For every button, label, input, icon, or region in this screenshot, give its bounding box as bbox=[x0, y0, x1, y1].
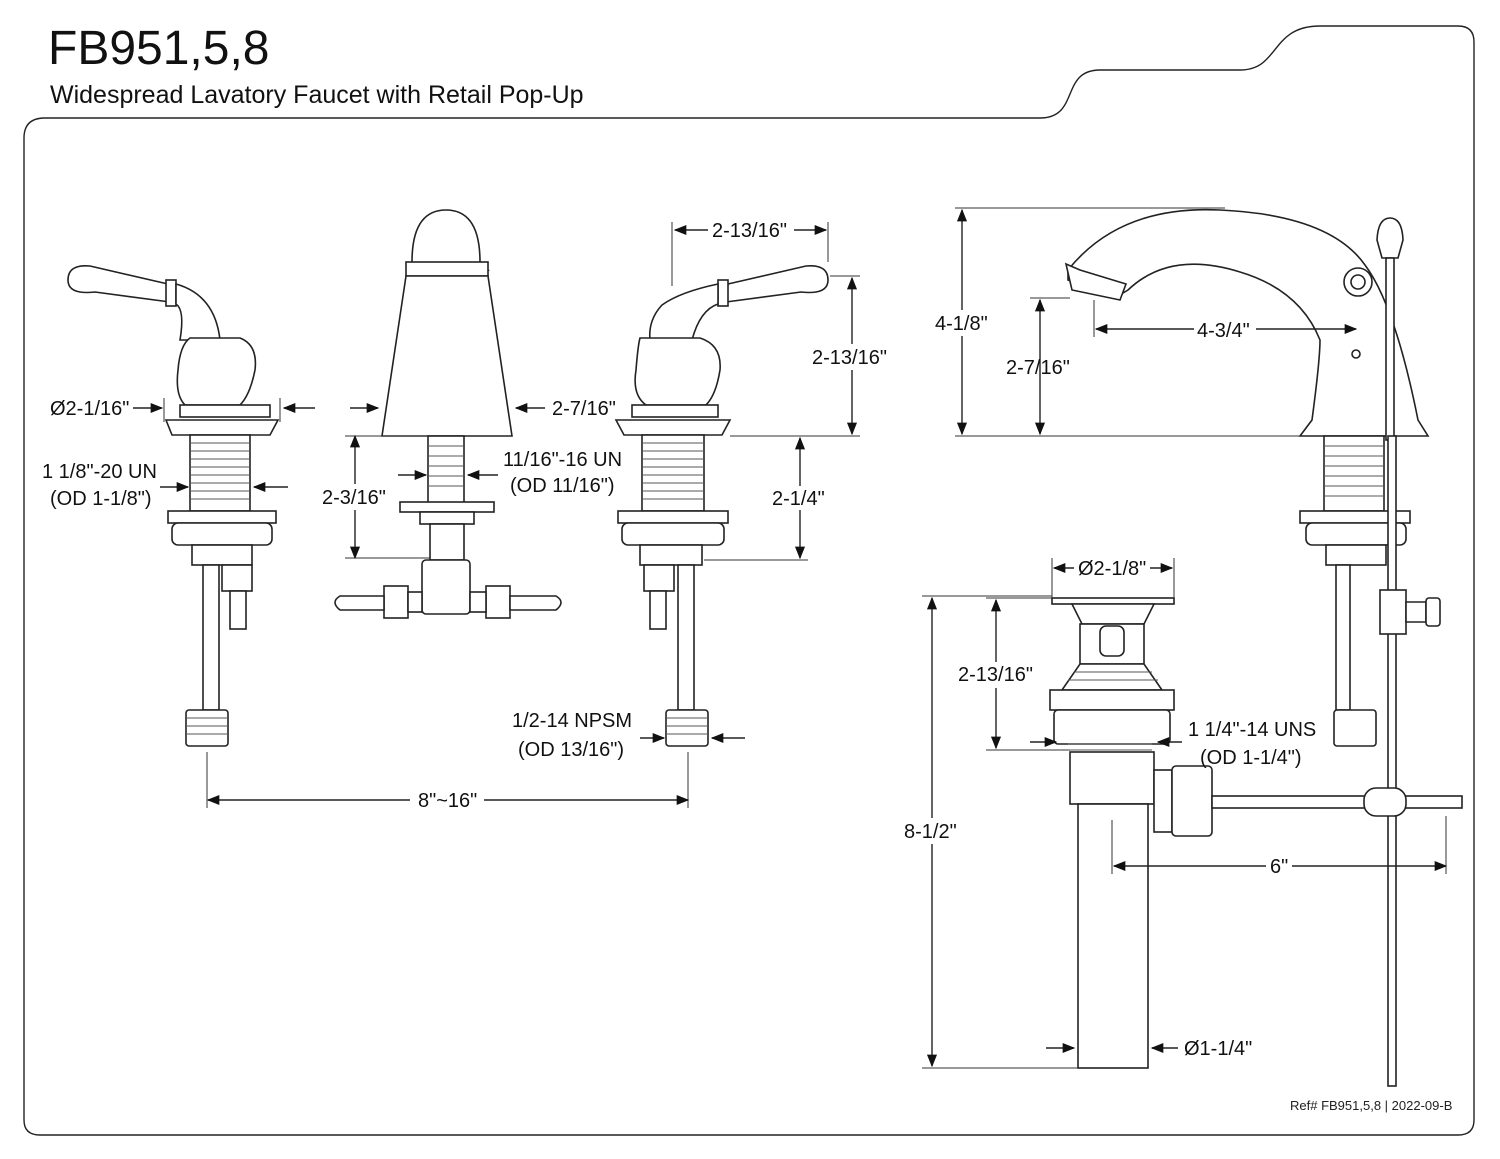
label-drain-thread: 1 1/4"-14 UNS bbox=[1188, 719, 1316, 741]
label-center-spread: 8"~16" bbox=[418, 790, 477, 812]
label-spout-height: 4-1/8" bbox=[935, 313, 988, 335]
label-supply-thread: 1/2-14 NPSM bbox=[512, 710, 632, 732]
spout-side-view bbox=[1064, 208, 1441, 1087]
label-supply-thread-od: (OD 13/16") bbox=[518, 739, 624, 761]
right-handle-valve bbox=[614, 264, 829, 747]
label-spout-thread-od: (OD 11/16") bbox=[510, 475, 615, 497]
label-spout-clearance: 2-7/16" bbox=[1006, 357, 1070, 379]
model-title: FB951,5,8 bbox=[48, 22, 269, 75]
label-handle-diameter: Ø2-1/16" bbox=[50, 398, 129, 420]
reference-footer: Ref# FB951,5,8 | 2022-09-B bbox=[1290, 1098, 1452, 1113]
label-spout-reach: 4-3/4" bbox=[1197, 320, 1250, 342]
sheet-frame bbox=[23, 25, 1475, 1136]
label-drain-tail-diameter: Ø1-1/4" bbox=[1184, 1038, 1252, 1060]
label-pivot-rod: 6" bbox=[1270, 856, 1288, 878]
left-handle-valve bbox=[67, 264, 280, 747]
label-drain-flange-diameter: Ø2-1/8" bbox=[1078, 558, 1146, 580]
product-subtitle: Widespread Lavatory Faucet with Retail P… bbox=[50, 81, 584, 109]
label-handle-width: 2-13/16" bbox=[712, 220, 787, 242]
label-handle-thread: 1 1/8"-20 UN bbox=[42, 461, 157, 483]
label-handle-thread-od: (OD 1-1/8") bbox=[50, 488, 152, 510]
drain-assembly bbox=[1049, 597, 1463, 1069]
label-handle-shank: 2-1/4" bbox=[772, 488, 825, 510]
label-drain-flange-height: 2-13/16" bbox=[958, 664, 1033, 686]
spout-front-view bbox=[334, 209, 562, 619]
label-spout-base: 2-7/16" bbox=[552, 398, 616, 420]
label-drain-thread-od: (OD 1-1/4") bbox=[1200, 747, 1302, 769]
label-handle-height: 2-13/16" bbox=[812, 347, 887, 369]
label-drain-total-length: 8-1/2" bbox=[904, 821, 957, 843]
dimension-labels: Ø2-1/16" 1 1/8"-20 UN (OD 1-1/8") 2-3/16… bbox=[42, 218, 1316, 1060]
label-spout-thread: 11/16"-16 UN bbox=[503, 449, 622, 471]
label-spout-shank: 2-3/16" bbox=[322, 487, 386, 509]
